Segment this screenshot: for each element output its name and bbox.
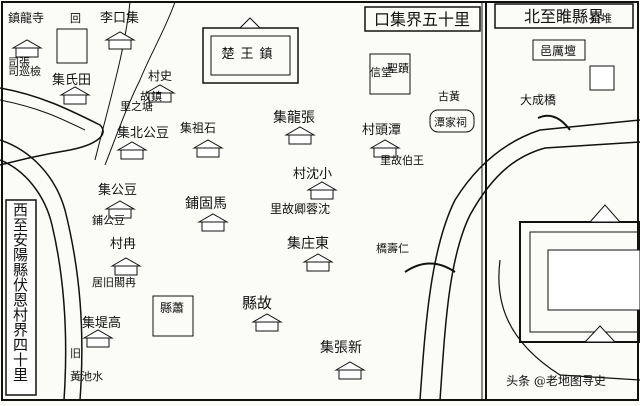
village-hut bbox=[104, 31, 136, 50]
bridge-dacheng bbox=[537, 114, 571, 131]
road-north bbox=[94, 1, 131, 161]
place-label: 縣蕭 bbox=[160, 301, 184, 315]
star-mound bbox=[589, 65, 615, 91]
header-right-box bbox=[494, 3, 634, 29]
river-east-bank bbox=[439, 141, 640, 401]
header-left: 口集界五十里 bbox=[374, 10, 470, 29]
village-hut bbox=[197, 213, 229, 232]
river-west-bank bbox=[0, 159, 67, 401]
place-label: 縣故 bbox=[242, 294, 272, 312]
place-label: 集北公豆 bbox=[117, 125, 169, 141]
place-label: 村沈小 bbox=[293, 167, 332, 182]
village-hut bbox=[59, 86, 91, 105]
river-upper-left bbox=[0, 87, 104, 166]
town-gate-roof bbox=[238, 17, 262, 29]
place-label: 聖蹟 bbox=[387, 61, 409, 75]
county-city-core bbox=[547, 249, 640, 311]
temple-box bbox=[56, 28, 88, 64]
place-label: 邑厲壇 bbox=[540, 43, 576, 58]
village-hut bbox=[11, 39, 43, 58]
village-hut bbox=[82, 329, 114, 348]
place-label: 里故卿蓉沈 bbox=[270, 201, 330, 216]
village-hut bbox=[284, 126, 316, 145]
city-moat bbox=[498, 259, 640, 381]
village-hut bbox=[334, 361, 366, 380]
watermark: 头条 @老地图寻史 bbox=[506, 374, 606, 388]
place-label: 集張新 bbox=[320, 339, 362, 356]
place-label: 集祖石 bbox=[180, 120, 216, 135]
village-hut bbox=[369, 139, 401, 158]
header-right: 北至睢縣界 bbox=[524, 7, 604, 26]
village-hut bbox=[110, 257, 142, 276]
place-label: 星堆 bbox=[590, 12, 612, 25]
town-wall-inner bbox=[210, 35, 291, 76]
place-label: 里故伯王 bbox=[380, 153, 424, 167]
place-label: 回 bbox=[70, 12, 81, 25]
river-east bbox=[419, 119, 640, 401]
village-hut bbox=[192, 139, 224, 158]
place-label: 潭家祠 bbox=[434, 115, 467, 129]
city-south-tower bbox=[583, 325, 617, 343]
place-label: 居旧閣冉 bbox=[92, 275, 136, 289]
place-label: 古黃 bbox=[438, 90, 460, 103]
county-city-inner-wall bbox=[529, 231, 640, 333]
place-label: 集堤高 bbox=[82, 315, 121, 331]
road-northeast bbox=[104, 1, 176, 166]
place-label: 司張 bbox=[8, 56, 30, 69]
altar-box bbox=[532, 39, 586, 61]
place-label: 李口集 bbox=[100, 10, 139, 26]
place-label: 信堂 bbox=[370, 66, 392, 79]
village-hut bbox=[251, 313, 283, 332]
place-label: 村史 bbox=[148, 69, 172, 83]
river-west bbox=[0, 139, 83, 401]
place-label: 故鎮 bbox=[140, 89, 162, 103]
place-label: 橋壽仁 bbox=[376, 241, 409, 255]
header-left-box bbox=[364, 6, 481, 32]
place-label: 集庄東 bbox=[287, 235, 329, 252]
place-label: 集公豆 bbox=[98, 182, 137, 198]
village-hut bbox=[116, 141, 148, 160]
place-label: 旧 bbox=[70, 347, 81, 360]
place-label: 里之塘 bbox=[120, 99, 153, 113]
place-label: 黃池水 bbox=[70, 370, 103, 383]
village-hut bbox=[302, 253, 334, 272]
place-label: 鋪固馬 bbox=[185, 196, 227, 212]
west-border-box bbox=[5, 199, 37, 396]
place-label: 村頭潭 bbox=[362, 123, 401, 138]
village-markers bbox=[11, 31, 401, 380]
town-center-label: 楚王鎮 bbox=[221, 46, 278, 62]
place-label: 司巡檢 bbox=[8, 64, 41, 78]
village-hut bbox=[306, 181, 338, 200]
river-upper-left-bank bbox=[0, 99, 86, 131]
place-labels: 鎮龍寺司張 李口集 回司巡檢集氏田 村史故鎮里之塘集北公豆集祖石 集龍張村頭潭里故伯王村… bbox=[8, 10, 612, 383]
city-north-tower bbox=[588, 204, 622, 223]
tan-shrine-box bbox=[429, 109, 475, 133]
place-label: 鋪公豆 bbox=[92, 213, 125, 227]
place-label: 村冉 bbox=[110, 237, 136, 252]
place-label: 鎮龍寺 bbox=[8, 10, 44, 25]
bridge-renshou bbox=[404, 262, 456, 273]
village-hut bbox=[104, 200, 136, 219]
xintang-box bbox=[369, 53, 411, 95]
county-city-wall bbox=[519, 221, 640, 343]
place-label: 大成橋 bbox=[520, 93, 556, 107]
west-border-label: 西至安陽縣伏恩村界四十里 bbox=[11, 202, 29, 382]
xiao-county-box bbox=[152, 295, 194, 337]
place-label: 集龍張 bbox=[273, 109, 315, 126]
village-hut bbox=[144, 84, 176, 103]
place-label: 集氏田 bbox=[52, 72, 91, 88]
